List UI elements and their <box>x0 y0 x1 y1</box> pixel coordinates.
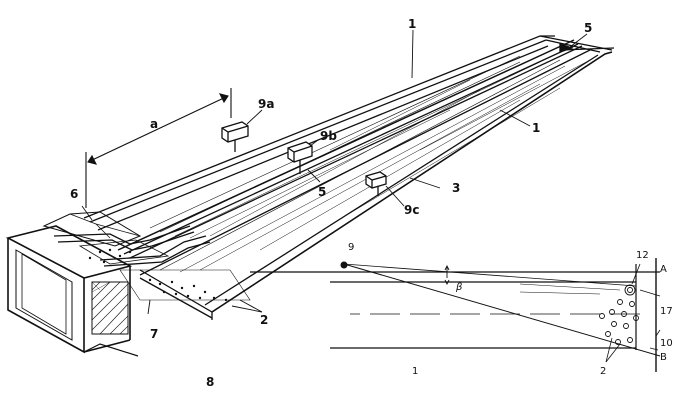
front-piping <box>53 225 211 267</box>
label-9a: 9a <box>258 97 274 111</box>
label-9b: 9b <box>320 129 337 143</box>
label-12: 12 <box>636 250 649 261</box>
label-2-detail: 2 <box>600 366 606 377</box>
schematic-detail <box>250 258 661 372</box>
label-5-mid: 5 <box>318 185 326 199</box>
label-7: 7 <box>150 327 158 341</box>
label-6: 6 <box>70 187 78 201</box>
figure-labels: 1 5 1 9a 9b 5 3 9c a 6 7 2 8 9 β 12 A 17… <box>70 17 673 389</box>
detail-holes <box>599 284 639 345</box>
sensor-9b <box>287 141 313 174</box>
pivot-point-9 <box>340 261 348 269</box>
sensor-9a <box>221 121 249 152</box>
dimension-a <box>85 88 232 208</box>
label-1-top: 1 <box>408 17 416 31</box>
label-3: 3 <box>452 181 460 195</box>
leader-lines <box>81 29 588 315</box>
label-a: a <box>150 117 158 131</box>
label-9c: 9c <box>404 203 419 217</box>
sieve-holes <box>88 248 228 302</box>
conveyor-channel <box>83 35 615 320</box>
sensor-9c <box>365 171 387 196</box>
label-1-detail: 1 <box>412 366 418 377</box>
label-A: A <box>660 264 667 275</box>
label-9: 9 <box>348 242 354 253</box>
detail-leaders <box>605 263 661 363</box>
front-housing <box>5 211 251 357</box>
label-10: 10 <box>660 338 673 349</box>
label-5-top: 5 <box>584 21 592 35</box>
label-8: 8 <box>206 375 214 389</box>
label-17: 17 <box>660 306 673 317</box>
label-beta: β <box>455 282 463 293</box>
label-2-main: 2 <box>260 313 268 327</box>
label-1-right: 1 <box>532 121 540 135</box>
label-B: B <box>660 352 667 363</box>
